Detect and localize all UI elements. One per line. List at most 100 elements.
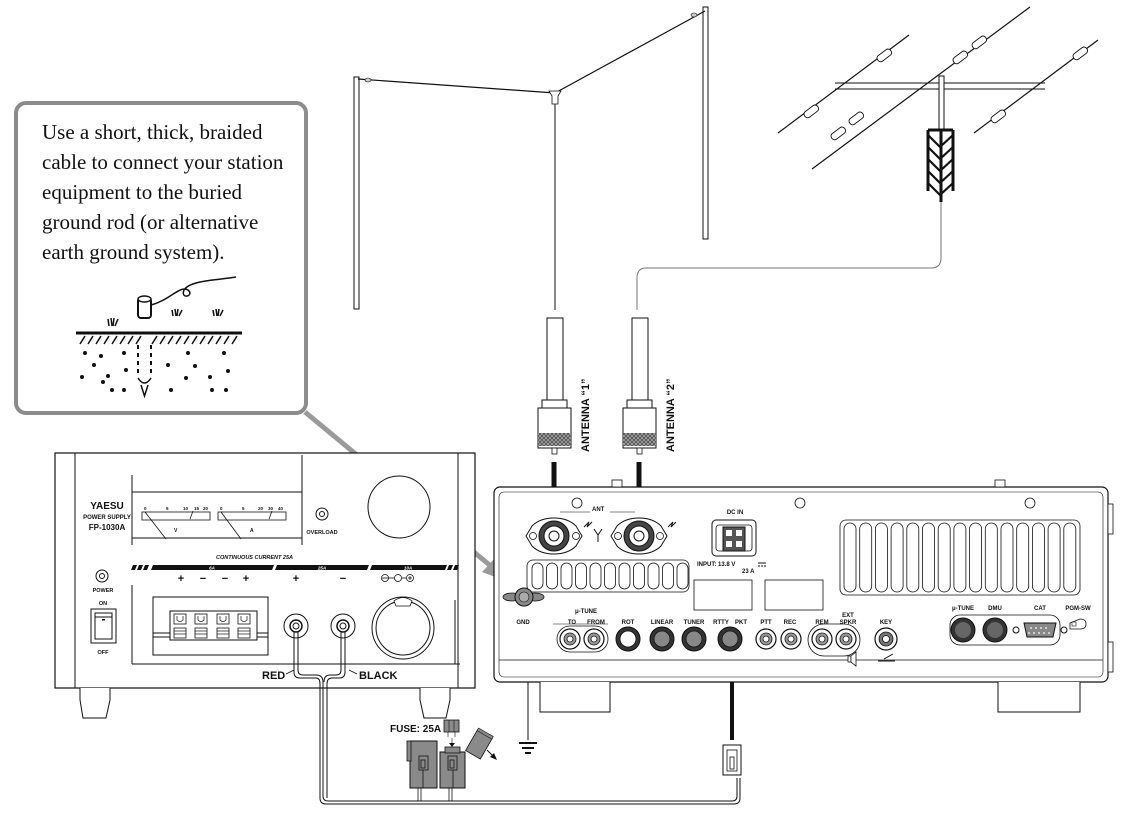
- jack-label: PKT: [735, 620, 747, 626]
- continuous-current-label: CONTINUOUS CURRENT 25A: [216, 555, 293, 561]
- gnd-label: GND: [516, 620, 530, 626]
- tuner-jack[interactable]: [681, 626, 707, 652]
- key-jack[interactable]: [874, 627, 898, 651]
- gnd-terminal[interactable]: [502, 587, 545, 607]
- jack-label: TO: [568, 620, 577, 626]
- antenna-1-label: ANTENNA “1”: [580, 378, 592, 452]
- svg-text:20: 20: [203, 506, 209, 511]
- power-label: POWER: [93, 588, 114, 594]
- section-10a-label: 10A: [404, 566, 412, 571]
- dmu-label: DMU: [988, 606, 1002, 612]
- ant-label: ANT: [592, 507, 605, 513]
- section-6a-label: 6A: [209, 566, 215, 571]
- jack-label: LINEAR: [651, 620, 674, 626]
- mu-tune-connector[interactable]: [950, 617, 976, 643]
- dc-in-jack[interactable]: [711, 519, 757, 557]
- rot-jack[interactable]: [615, 626, 641, 652]
- rem-jack[interactable]: [811, 628, 833, 650]
- vent-slot: [531, 562, 544, 590]
- psu-subtitle: POWER SUPPLY: [83, 515, 131, 521]
- ext-spkr-jack[interactable]: [835, 628, 857, 650]
- vent-slot: [937, 522, 951, 593]
- power-switch[interactable]: [90, 608, 117, 644]
- psu-brand: YAESU: [90, 501, 124, 512]
- dmu-connector[interactable]: [982, 617, 1008, 643]
- 25a-negative-post: [330, 613, 356, 639]
- jack-label: KEY: [880, 620, 892, 626]
- v-meter-ticks: 0 5 10 15 20: [144, 506, 209, 511]
- vent-slot: [843, 522, 857, 593]
- antenna-1-plug: ANTENNA “1”: [537, 317, 592, 455]
- jack-label: REM: [815, 620, 828, 626]
- svg-text:−: −: [200, 573, 206, 585]
- cat-db9-connector[interactable]: [1012, 622, 1068, 638]
- jack-label: TUNER: [684, 620, 705, 626]
- mu-tune-to-jack[interactable]: [559, 628, 581, 650]
- svg-text:5: 5: [166, 506, 169, 511]
- linear-jack[interactable]: [649, 626, 675, 652]
- vent-slot: [953, 522, 967, 593]
- red-wire-label: RED: [262, 670, 285, 682]
- grounding-callout: Use a short, thick, braided cable to con…: [14, 101, 308, 415]
- power-supply-fp1030a: YAESU POWER SUPPLY FP-1030A 0 5 10 15 20: [54, 452, 476, 719]
- tower: [926, 128, 955, 202]
- jack-label: EXT: [842, 613, 854, 619]
- vent-slot: [1016, 522, 1030, 593]
- vent-slot: [560, 562, 573, 590]
- dc-input-rating: INPUT: 13.8 V: [697, 562, 735, 568]
- pgm-sw-switch[interactable]: [1069, 618, 1087, 630]
- mu-tune-label: μ-TUNE: [575, 609, 597, 615]
- 10a-cigarette-socket: [371, 596, 435, 660]
- vent-slot: [604, 562, 616, 590]
- off-label: OFF: [98, 650, 110, 656]
- svg-text:15: 15: [194, 506, 200, 511]
- cig-socket-polarity-icon: [381, 574, 414, 582]
- key-paddle-icon: [878, 653, 895, 662]
- mu-tune-from-jack[interactable]: [583, 628, 605, 650]
- vent-slot: [1032, 522, 1045, 593]
- on-label: ON: [99, 601, 107, 607]
- overload-label: OVERLOAD: [306, 530, 337, 536]
- svg-text:10: 10: [183, 506, 189, 511]
- rec-jack[interactable]: [780, 628, 802, 650]
- svg-text:−: −: [340, 573, 346, 585]
- vent-slots-right: [839, 519, 1081, 596]
- vent-slot: [676, 562, 689, 590]
- section-25a-label: 25A: [317, 566, 326, 571]
- ground-rod-illustration: [76, 276, 242, 399]
- a-meter-ticks: 0 5 20 30 40: [220, 506, 284, 511]
- ptt-jack[interactable]: [755, 628, 777, 650]
- rear-jack-row: TO μ-TUNE FROM ROT LINEAR TUNER RTTY PKT PTT REC R…: [559, 609, 898, 652]
- vent-slot: [922, 522, 935, 593]
- vent-slot: [969, 522, 982, 593]
- svg-text:−: −: [222, 573, 228, 585]
- jack-label: RTTY: [713, 620, 729, 626]
- fuse-holder: FUSE: 25A: [390, 719, 497, 801]
- svg-text:20: 20: [258, 506, 264, 511]
- hv-warning-icon: [667, 521, 677, 528]
- ant-2-jack[interactable]: [610, 517, 668, 555]
- callout-text: Use a short, thick, braided cable to con…: [42, 120, 284, 264]
- terminal-polarity-signs: + − − + + −: [178, 573, 346, 585]
- svg-text:0: 0: [220, 506, 223, 511]
- jack-label: PTT: [760, 620, 772, 626]
- jack-label: FROM: [587, 620, 605, 626]
- rtty-jack[interactable]: [717, 626, 743, 652]
- jack-label: ROT: [622, 620, 635, 626]
- ant-1-jack[interactable]: [525, 517, 583, 555]
- pgm-sw-label: PGM-SW: [1065, 606, 1091, 612]
- vent-slot: [633, 562, 645, 590]
- vent-slot: [647, 562, 660, 590]
- speaker-icon: [847, 651, 857, 667]
- vent-slot: [1047, 522, 1061, 593]
- dc-input-current: 23 A: [742, 569, 755, 575]
- a-meter-label: A: [250, 528, 254, 534]
- vent-slot: [1000, 522, 1014, 593]
- cat-label: CAT: [1034, 606, 1046, 612]
- vent-slot: [589, 562, 602, 590]
- jack-label: REC: [784, 620, 797, 626]
- vent-slot: [859, 522, 873, 593]
- 25a-positive-post: [283, 613, 309, 639]
- mu-tune-right-label: μ-TUNE: [952, 606, 974, 612]
